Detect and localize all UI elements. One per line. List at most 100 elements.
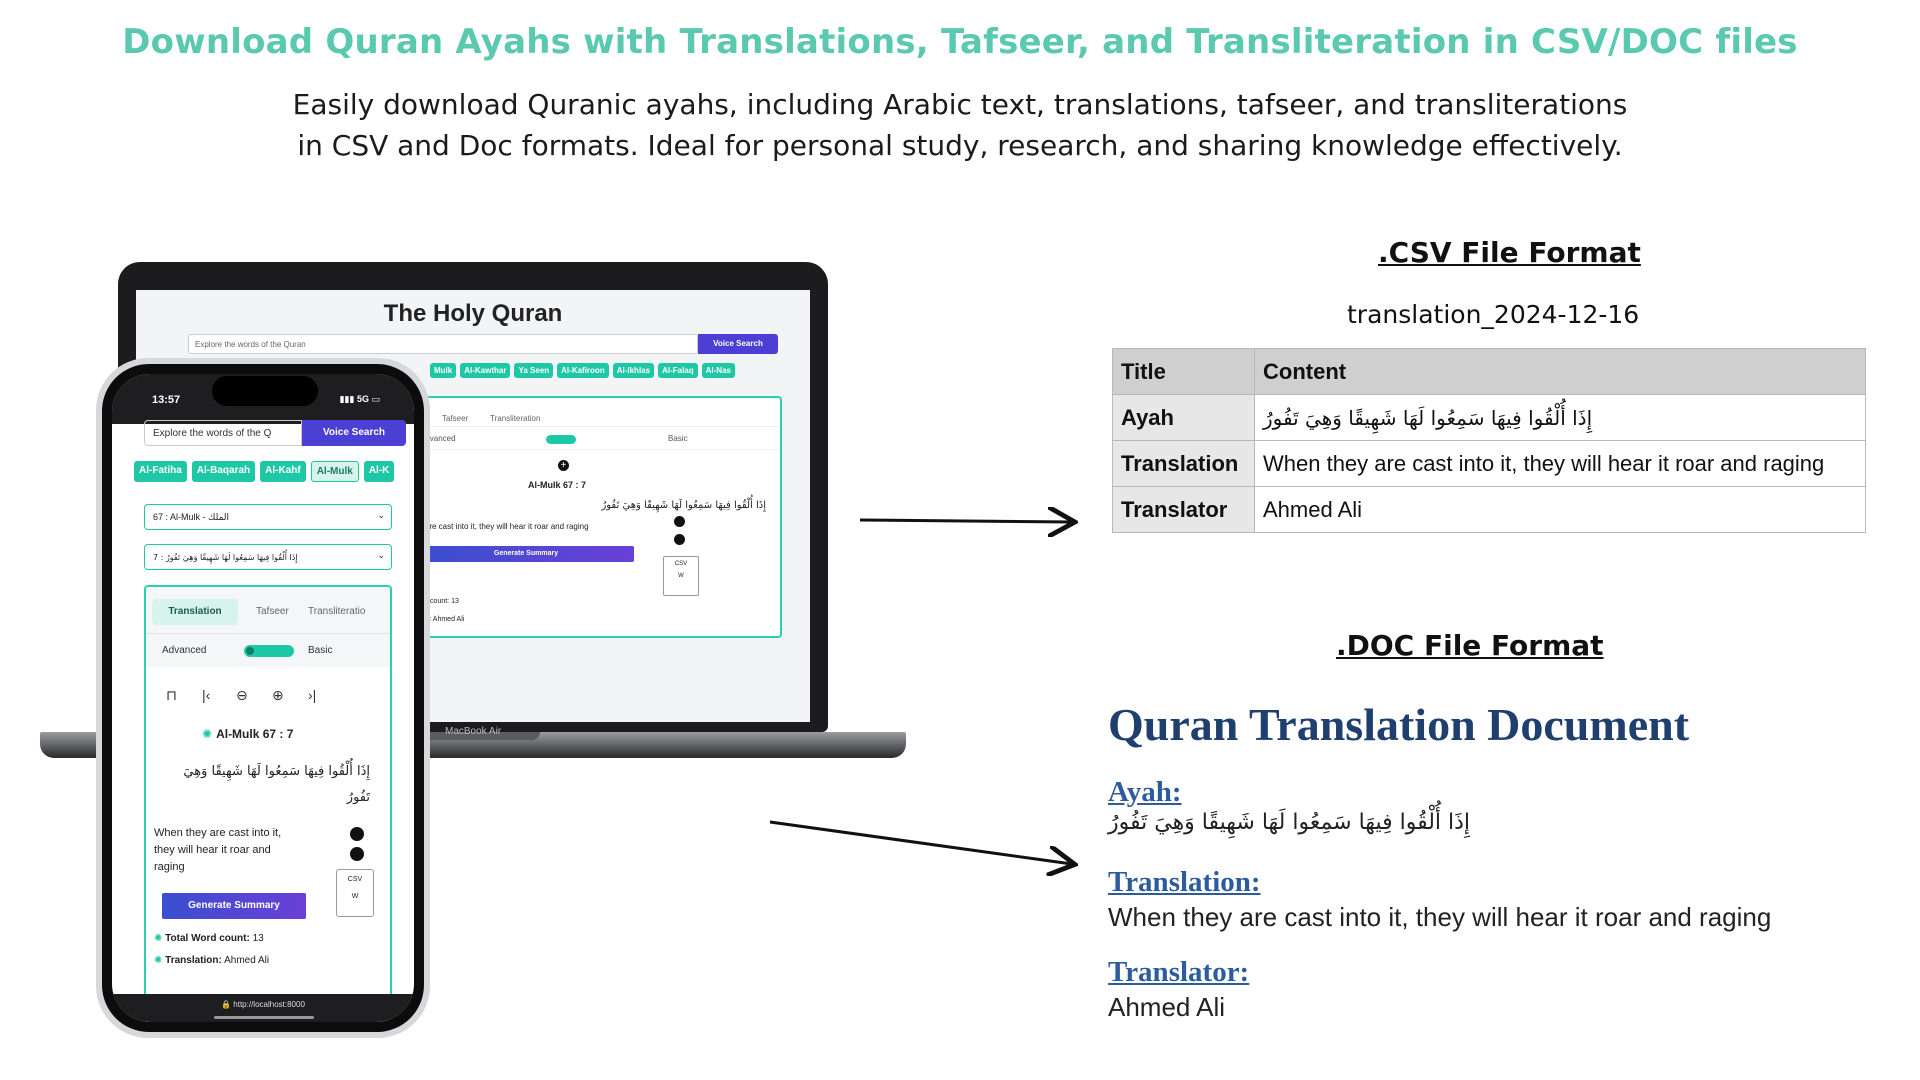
doc-translator-value: Ahmed Ali bbox=[1108, 992, 1226, 1022]
app-title: The Holy Quran bbox=[383, 300, 563, 327]
toggle-label-basic: Basic bbox=[308, 645, 333, 656]
surah-chip[interactable]: Al-Nas bbox=[701, 363, 735, 378]
ayah-translation-text: When they are cast into it, they will he… bbox=[154, 827, 282, 873]
voice-search-button[interactable]: Voice Search bbox=[698, 334, 778, 354]
tab-translation[interactable]: Translation bbox=[152, 599, 238, 625]
toggle-label-advanced: Advanced bbox=[420, 434, 456, 443]
search-input[interactable]: Explore the words of the Q bbox=[144, 420, 302, 446]
csv-row-title: Translation bbox=[1112, 440, 1255, 487]
download-files: CSV W bbox=[663, 556, 699, 596]
stop-icon[interactable] bbox=[350, 847, 364, 861]
network-label: 5G bbox=[356, 394, 369, 404]
voice-search-button[interactable]: Voice Search bbox=[302, 420, 406, 446]
next-ayah-icon[interactable]: ⊕ bbox=[272, 687, 284, 703]
status-time: 13:57 bbox=[152, 394, 181, 406]
stop-icon[interactable] bbox=[674, 534, 685, 545]
table-row: Translator Ahmed Ali bbox=[1112, 486, 1866, 533]
surah-select-value: 67 : Al-Mulk - الملك bbox=[153, 512, 230, 522]
translator-value: Ahmed Ali bbox=[224, 955, 270, 966]
play-icon[interactable] bbox=[350, 827, 364, 841]
tab-transliteration[interactable]: Transliteratio bbox=[308, 606, 366, 617]
csv-header-row: Title Content bbox=[1112, 348, 1866, 395]
mode-toggle-row: Advanced Basic bbox=[146, 633, 390, 667]
doc-ayah-value: إِذَا أُلْقُوا فِيهَا سَمِعُوا لَهَا شَه… bbox=[1108, 810, 1471, 835]
toggle-label-advanced: Advanced bbox=[162, 645, 207, 656]
ayah-card: n Tafseer Transliteration Advanced Basic… bbox=[416, 396, 782, 638]
translator-label: Translation: bbox=[165, 955, 222, 966]
mode-toggle[interactable] bbox=[244, 645, 294, 657]
doc-title: Quran Translation Document bbox=[1108, 699, 1690, 750]
csv-column-header: Title bbox=[1112, 348, 1255, 395]
csv-row-title: Ayah bbox=[1112, 394, 1255, 441]
surah-chip[interactable]: Al-K bbox=[363, 461, 395, 482]
previous-ayah-icon[interactable]: ⊖ bbox=[236, 687, 248, 703]
bookmark-icon[interactable]: ⊓ bbox=[166, 687, 177, 703]
table-row: Translation When they are cast into it, … bbox=[1112, 440, 1866, 487]
doc-translator-label: Translator: bbox=[1108, 956, 1250, 988]
chevron-down-icon: ⌄ bbox=[377, 550, 385, 560]
surah-chip[interactable]: Al-Falaq bbox=[658, 363, 698, 378]
ayah-reference: Al-Mulk 67 : 7 bbox=[528, 480, 587, 490]
banner-headline: Download Quran Ayahs with Translations, … bbox=[122, 22, 1798, 62]
tab-tafseer[interactable]: Tafseer bbox=[256, 606, 289, 617]
surah-chip[interactable]: Ya Seen bbox=[514, 363, 554, 378]
word-download-icon[interactable]: W bbox=[351, 893, 359, 900]
surah-chip[interactable]: Al-Fatiha bbox=[134, 461, 187, 482]
mode-toggle-row: Advanced Basic bbox=[418, 426, 780, 450]
ayah-arabic-text: إِذَا أُلْقُوا فِيهَا سَمِعُوا لَهَا شَه… bbox=[601, 500, 766, 511]
gear-badge-icon: ✺ bbox=[202, 727, 213, 741]
surah-chip[interactable]: Mulk bbox=[430, 363, 457, 378]
surah-chip[interactable]: Al-Ikhlas bbox=[612, 363, 655, 378]
first-ayah-icon[interactable]: |‹ bbox=[202, 687, 211, 703]
csv-arrow bbox=[859, 520, 1072, 522]
csv-heading: .CSV File Format bbox=[1378, 236, 1641, 269]
word-count: ord count: 13 bbox=[418, 598, 459, 605]
translator-info: tion: Ahmed Ali bbox=[418, 616, 465, 623]
ayah-translation-text: r are cast into it, they will hear it ro… bbox=[420, 522, 589, 531]
dynamic-island bbox=[212, 376, 318, 406]
chevron-down-icon: ⌄ bbox=[377, 510, 385, 520]
word-count: ✺ Total Word count: 13 bbox=[154, 933, 264, 944]
csv-table: Title Content Ayah إِذَا أُلْقُوا فِيهَا… bbox=[1112, 348, 1866, 533]
surah-chip[interactable]: Al-Kawthar bbox=[460, 363, 511, 378]
surah-chip-bar: Mulk Al-Kawthar Ya Seen Al-Kafiroon Al-I… bbox=[430, 363, 735, 378]
phone-screen: 13:57 ▮▮▮ 5G ▭ Explore the words of the … bbox=[112, 374, 414, 1022]
csv-row-title: Translator bbox=[1112, 486, 1255, 533]
word-count-value: 13 bbox=[252, 933, 264, 944]
play-icon[interactable] bbox=[674, 516, 685, 527]
download-files: CSV W bbox=[336, 869, 374, 917]
ayah-select-value: إِذَا أُلْقُوا فِيهَا سَمِعُوا لَهَا شَه… bbox=[153, 553, 298, 562]
network-indicator: ▮▮▮ 5G ▭ bbox=[339, 394, 380, 404]
home-indicator bbox=[214, 1016, 314, 1019]
laptop-notch bbox=[410, 732, 540, 740]
gear-badge-icon: ✺ bbox=[154, 933, 163, 944]
add-icon[interactable]: + bbox=[558, 460, 569, 471]
content-tabs: Translation Tafseer Transliteratio bbox=[146, 587, 390, 633]
csv-download-icon[interactable]: CSV bbox=[347, 876, 363, 883]
tab-transliteration[interactable]: Transliteration bbox=[490, 414, 541, 423]
surah-select[interactable]: 67 : Al-Mulk - الملك ⌄ bbox=[144, 504, 392, 530]
toggle-label-basic: Basic bbox=[668, 434, 688, 443]
url-text: http://localhost:8000 bbox=[233, 1000, 305, 1009]
word-count-label: Total Word count: bbox=[165, 933, 250, 944]
csv-row-content: Ahmed Ali bbox=[1254, 486, 1866, 533]
generate-summary-button[interactable]: Generate Summary bbox=[418, 546, 634, 562]
surah-chip[interactable]: Al-Kahf bbox=[260, 461, 306, 482]
surah-chip[interactable]: Al-Baqarah bbox=[191, 461, 256, 482]
ayah-select[interactable]: إِذَا أُلْقُوا فِيهَا سَمِعُوا لَهَا شَه… bbox=[144, 544, 392, 570]
word-download-icon[interactable]: W bbox=[678, 573, 684, 579]
doc-ayah-label: Ayah: bbox=[1108, 776, 1182, 808]
surah-chip-active[interactable]: Al-Mulk bbox=[310, 461, 359, 482]
doc-arrow bbox=[769, 820, 1072, 864]
search-input[interactable]: Explore the words of the Quran bbox=[188, 334, 698, 354]
csv-download-icon[interactable]: CSV bbox=[674, 561, 688, 567]
doc-translation-value: When they are cast into it, they will he… bbox=[1108, 902, 1772, 932]
doc-heading: .DOC File Format bbox=[1336, 629, 1604, 662]
surah-chip[interactable]: Al-Kafiroon bbox=[557, 363, 609, 378]
csv-row-content: إِذَا أُلْقُوا فِيهَا سَمِعُوا لَهَا شَه… bbox=[1254, 394, 1866, 441]
status-bar: 13:57 ▮▮▮ 5G ▭ bbox=[112, 374, 414, 424]
tab-tafseer[interactable]: Tafseer bbox=[442, 414, 469, 423]
generate-summary-button[interactable]: Generate Summary bbox=[162, 893, 306, 919]
last-ayah-icon[interactable]: ›| bbox=[308, 687, 317, 703]
mode-toggle[interactable] bbox=[546, 435, 576, 444]
